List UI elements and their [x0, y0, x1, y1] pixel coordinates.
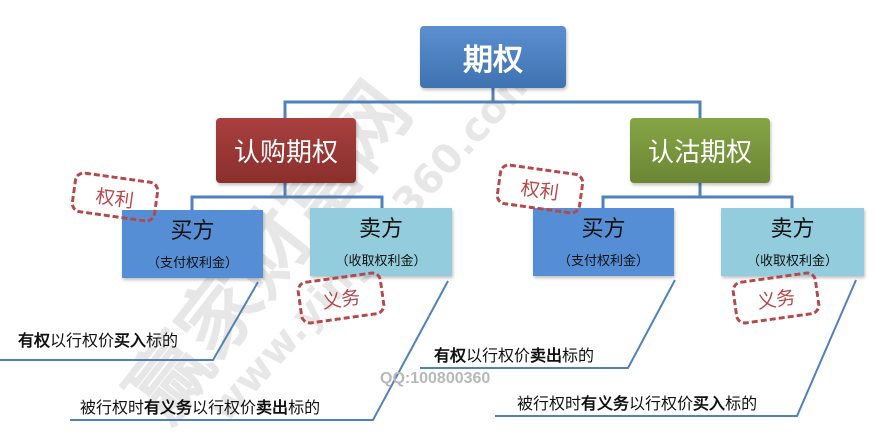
put-seller-title: 卖方 [770, 216, 815, 242]
put-buyer-underline [420, 279, 676, 369]
connector-lines [0, 88, 857, 421]
put-connector-right [700, 195, 794, 208]
call-buyer-subtitle: （支付权利金） [146, 255, 238, 271]
note-text: 标的 [146, 331, 179, 350]
call-connector-right [285, 195, 384, 208]
watermark-qq: QQ:100800360 [380, 370, 491, 387]
note-bold: 买入 [114, 331, 147, 350]
call-seller-underline [70, 280, 449, 421]
call-buyer-box: 买方 （支付权利金） [122, 210, 263, 278]
note-bold: 买入 [693, 394, 726, 413]
call-option-box: 认购期权 [216, 118, 356, 183]
note-text: 被行权时 [517, 394, 582, 413]
put-option-box: 认沽期权 [630, 118, 770, 183]
note-text: 以行权价 [629, 394, 694, 413]
call-seller-title: 卖方 [358, 216, 403, 242]
note-text: 以行权价 [50, 331, 115, 350]
note-text: 被行权时 [80, 398, 145, 417]
note-bold: 卖出 [256, 398, 289, 417]
call-seller-note: 被行权时有义务以行权价卖出标的 [80, 394, 320, 418]
root-box: 期权 [420, 26, 566, 88]
put-seller-note: 被行权时有义务以行权价买入标的 [517, 390, 757, 414]
note-bold: 卖出 [530, 346, 563, 365]
put-buyer-note: 有权以行权价卖出标的 [434, 342, 594, 366]
put-seller-subtitle: （收取权利金） [746, 253, 838, 269]
note-bold: 有权 [434, 346, 467, 365]
call-option-label: 认购期权 [233, 138, 338, 168]
put-buyer-box: 买方 （支付权利金） [533, 208, 674, 276]
call-buyer-note: 有权以行权价买入标的 [18, 327, 178, 351]
call-seller-subtitle: （收取权利金） [335, 253, 427, 269]
put-connector [601, 183, 702, 208]
note-bold: 有权 [18, 331, 51, 350]
note-text: 标的 [725, 394, 758, 413]
root-label: 期权 [463, 43, 523, 78]
note-text: 标的 [562, 346, 595, 365]
put-seller-underline [495, 279, 857, 417]
put-buyer-subtitle: （支付权利金） [557, 253, 649, 269]
note-text: 以行权价 [466, 346, 531, 365]
note-text: 以行权价 [192, 398, 257, 417]
note-bold: 有义务 [144, 398, 193, 417]
call-connector [190, 183, 287, 210]
call-buyer-underline [0, 281, 259, 361]
call-seller-box: 卖方 （收取权利金） [310, 208, 452, 276]
root-connector-right [493, 100, 702, 118]
root-connector [283, 88, 495, 118]
put-seller-box: 卖方 （收取权利金） [721, 208, 864, 276]
note-text: 标的 [288, 398, 321, 417]
put-option-label: 认沽期权 [647, 138, 752, 168]
note-bold: 有义务 [581, 394, 630, 413]
call-buyer-title: 买方 [170, 218, 215, 244]
put-buyer-title: 买方 [581, 216, 626, 242]
